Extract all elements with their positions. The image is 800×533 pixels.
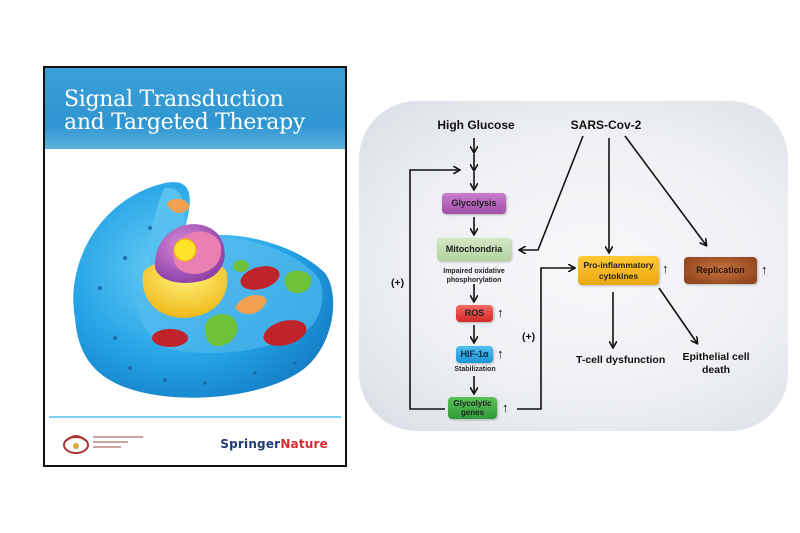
label-stabilization: Stabilization	[454, 366, 496, 373]
publisher-logo: SpringerNature	[220, 437, 328, 451]
golgi	[167, 198, 190, 213]
node-glycolytic-genes: Glycolytic genes	[448, 397, 497, 419]
outcome-t-cell-dysfunction: T-cell dysfunction	[576, 354, 666, 366]
node-replication: Replication	[684, 257, 757, 284]
vacuole	[233, 260, 249, 272]
journal-title-line2: and Targeted Therapy	[64, 110, 306, 135]
node-pro-inflammatory: Pro-inflammatory cytokines	[578, 256, 659, 285]
cytoplasm-dots	[98, 226, 297, 385]
mitochondrion	[263, 320, 307, 346]
source-high-glucose: High Glucose	[437, 118, 515, 132]
node-cytokines-line2: cytokines	[598, 270, 639, 281]
node-genes-line1: Glycolytic	[453, 399, 492, 408]
node-mitochondria-label: Mitochondria	[445, 244, 503, 254]
node-ros: ROS	[456, 305, 493, 322]
node-replication-label: Replication	[696, 265, 745, 275]
arrow-sars-mitochondria	[520, 135, 584, 250]
cover-divider	[49, 416, 341, 418]
up-arrow-cytokines-icon: ↑	[662, 261, 669, 276]
vacuole	[205, 314, 238, 347]
cover-header: Signal Transduction and Targeted Therapy	[45, 68, 345, 149]
label-feedback-right: (+)	[522, 331, 536, 343]
node-glycolysis: Glycolysis	[442, 193, 506, 214]
golgi	[235, 294, 267, 315]
feedback-loop-left	[409, 170, 459, 410]
node-glycolysis-label: Glycolysis	[451, 198, 497, 208]
publisher-springer: Springer	[220, 437, 281, 451]
node-genes-line2: genes	[460, 408, 485, 417]
journal-title-line1: Signal Transduction	[64, 87, 284, 112]
up-arrow-replication-icon: ↑	[761, 262, 768, 277]
label-feedback-left: (+)	[391, 277, 405, 289]
impaired-line2: phosphorylation	[446, 277, 502, 284]
up-arrow-genes-icon: ↑	[502, 400, 509, 415]
label-impaired-oxidative: Impaired oxidative phosphorylation	[434, 267, 514, 285]
arrow-cytokines-epithelial	[658, 287, 697, 343]
source-sars-cov-2: SARS-Cov-2	[570, 118, 642, 132]
epithelial-line1: Epithelial cell	[682, 351, 750, 363]
node-hif: HIF-1α	[456, 346, 493, 363]
impaired-line1: Impaired oxidative	[443, 268, 505, 275]
cell-illustration	[73, 182, 334, 398]
institution-logo-icon	[63, 435, 89, 454]
epithelial-line2: death	[701, 364, 730, 376]
up-arrow-ros-icon: ↑	[497, 305, 504, 320]
institution-text	[93, 436, 143, 451]
journal-title: Signal Transduction and Targeted Therapy	[64, 88, 305, 134]
outcome-epithelial-death: Epithelial cell death	[680, 351, 752, 377]
vacuole	[284, 270, 312, 294]
node-mitochondria: Mitochondria	[437, 238, 511, 261]
node-ros-label: ROS	[464, 308, 485, 318]
publisher-nature: Nature	[280, 437, 328, 451]
node-hif-label: HIF-1α	[460, 349, 489, 359]
node-cytokines-line1: Pro-inflammatory	[583, 259, 654, 270]
nucleolus	[173, 238, 197, 262]
journal-cover: Signal Transduction and Targeted Therapy	[43, 66, 347, 467]
arrow-sars-replication	[624, 135, 706, 245]
mitochondrion	[240, 266, 280, 290]
mitochondrion	[152, 329, 188, 347]
feedback-loop-right	[517, 268, 574, 410]
up-arrow-hif-icon: ↑	[497, 346, 504, 361]
